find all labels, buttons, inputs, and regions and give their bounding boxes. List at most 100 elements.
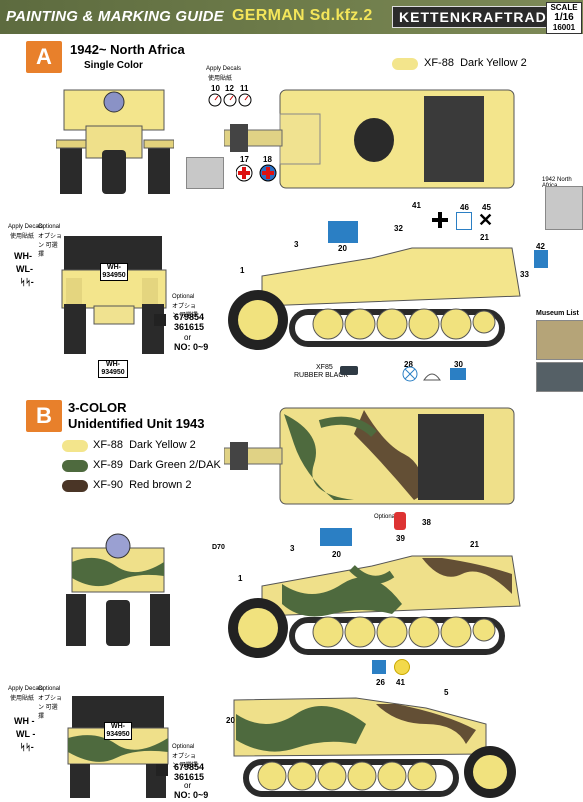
- decal-num-28: 28: [404, 360, 413, 369]
- b-rear-plate: WH- 934950: [104, 722, 132, 740]
- decal-num-32: 32: [394, 224, 403, 233]
- rear-plate-sample: WH- 934950: [98, 360, 128, 378]
- decal-num-3: 3: [294, 240, 299, 249]
- scheme-a-subtitle: Single Color: [84, 60, 143, 71]
- b-decal-num-5: 5: [444, 688, 449, 697]
- plate-alt-1: 679854: [174, 312, 205, 322]
- b-plate-or: or: [184, 781, 192, 790]
- scheme-a-paint-label: XF-88 Dark Yellow 2: [424, 57, 527, 69]
- model-title: GERMAN Sd.kfz.2: [232, 7, 373, 24]
- b-optional-label: Optional: [374, 514, 397, 520]
- rubber-code: XF85: [316, 364, 333, 371]
- inset-photo-north-africa: [545, 186, 583, 230]
- scheme-a-front-view: [56, 89, 174, 194]
- scale-box: SCALE 1/16 16001: [546, 2, 582, 34]
- data-plate-decal: [328, 221, 358, 243]
- decal-num-1: 1: [240, 266, 245, 275]
- model-name: KETTENKRAFTRAD: [392, 6, 554, 28]
- b-decal-num-20: 20: [332, 550, 341, 559]
- b-apply-decals: Apply Decals: [8, 686, 44, 692]
- fender-crosses-icon: [236, 164, 277, 182]
- b-optional-label-right: Optional: [172, 744, 195, 750]
- b-optional-left-jp: オプション 可選擇: [38, 696, 63, 720]
- plate-prefix-wl: WL-: [16, 264, 33, 274]
- decal-num-11: 11: [240, 84, 249, 93]
- decal-num-20: 20: [338, 244, 347, 253]
- b-plate-prefix-wl: WL -: [16, 729, 36, 739]
- scheme-b-title-1: 3-COLOR: [68, 400, 127, 415]
- b-optional-left: Optional: [38, 686, 61, 692]
- scheme-b-badge: B: [26, 400, 62, 432]
- scale-value: 1/16: [554, 12, 574, 23]
- scheme-a-badge: A: [26, 41, 62, 73]
- scheme-b-top-view: [224, 407, 515, 505]
- tactical-sign-icon: [456, 212, 472, 230]
- b-apply-decals-jp: 使用貼紙: [10, 696, 35, 702]
- paint-label-2: XF-89 Dark Green 2/DAK: [93, 459, 221, 471]
- scheme-b-side-view-right: [233, 697, 516, 798]
- plate-nos: NO: 0~9: [174, 342, 209, 352]
- decal-num-41: 41: [412, 201, 421, 210]
- scheme-b-side-view: [228, 555, 521, 658]
- paint-swatch-dark-green: [62, 460, 88, 472]
- museum-list-label: Museum List: [536, 310, 579, 317]
- decal-num-17: 17: [240, 155, 249, 164]
- scheme-b-rear-view: [67, 696, 169, 798]
- scheme-a-side-view: [228, 247, 521, 350]
- blue-sign-decal: [534, 250, 548, 268]
- plate-alt-2: 361615: [174, 322, 205, 332]
- paint-swatch-red-brown: [62, 480, 88, 492]
- scheme-a-title: 1942~ North Africa: [70, 42, 185, 57]
- optional-label: Optional: [172, 294, 195, 300]
- rubber-name: RUBBER BLACK: [294, 372, 349, 379]
- b-plate-arrow-icon: [156, 764, 168, 776]
- decal-num-45: 45: [482, 203, 491, 212]
- b-data-plate-decal: [320, 528, 352, 546]
- decal-num-42: 42: [536, 242, 545, 251]
- guide-title: PAINTING & MARKING GUIDE: [6, 8, 224, 25]
- rear-apply-decals-jp: 使用貼紙: [10, 234, 35, 240]
- decal-num-12: 12: [225, 84, 234, 93]
- b-decal-num-41: 41: [396, 678, 405, 687]
- b-yellow-circle-icon: [394, 659, 410, 675]
- b-plate-nos: NO: 0~9: [174, 790, 209, 800]
- plate-prefix-wh: WH-: [14, 251, 32, 261]
- decal-num-18: 18: [263, 155, 272, 164]
- scheme-a-top-view: [224, 89, 515, 189]
- plate-arrow-icon: [154, 314, 166, 326]
- rubber-black-swatch: [340, 366, 358, 375]
- plate-prefix-ss: ᛋᛋ-: [20, 277, 34, 287]
- b-plate-prefix-ss: ᛋᛋ-: [20, 742, 34, 752]
- optional-jp: オプション 可選擇: [172, 304, 198, 319]
- marker-d70: D70: [212, 544, 225, 551]
- decal-num-10: 10: [211, 84, 220, 93]
- item-number: 16001: [552, 23, 576, 32]
- b-decal-num-3: 3: [290, 544, 295, 553]
- rear-optional: Optional: [38, 224, 61, 230]
- b-plate-alt-1: 679854: [174, 762, 205, 772]
- museum-photo-1: [536, 320, 583, 360]
- b-decal-num-38: 38: [422, 518, 431, 527]
- b-decal-num-39: 39: [396, 534, 405, 543]
- plate-or: or: [184, 333, 192, 342]
- rear-plate: WH- 934950: [100, 263, 128, 281]
- scale-label: SCALE: [550, 3, 578, 12]
- rear-optional-jp: オプション 可選擇: [38, 234, 63, 258]
- scheme-a-rear-view: [61, 236, 167, 354]
- bottom-decal-icons: [402, 366, 466, 382]
- b-optional-jp-right: オプション 可選擇: [172, 754, 198, 769]
- apply-decals-label: Apply Decals: [206, 66, 242, 72]
- b-decal-num-21: 21: [470, 540, 479, 549]
- b-decal-num-1: 1: [238, 574, 243, 583]
- apply-decals-jp: 使用貼紙: [208, 76, 233, 82]
- gauge-decals-icon: [208, 93, 252, 107]
- fender-detail-photo: [186, 157, 224, 189]
- dark-yellow-swatch: [392, 58, 418, 70]
- decal-num-30: 30: [454, 360, 463, 369]
- paint-label-3: XF-90 Red brown 2: [93, 479, 192, 491]
- x-mark-icon: ✕: [478, 210, 494, 230]
- rear-apply-decals: Apply Decals: [8, 224, 44, 230]
- decal-num-46: 46: [460, 203, 469, 212]
- balkenkreuz-icon: [432, 212, 448, 228]
- scheme-b-title-2: Unidentified Unit 1943: [68, 416, 205, 431]
